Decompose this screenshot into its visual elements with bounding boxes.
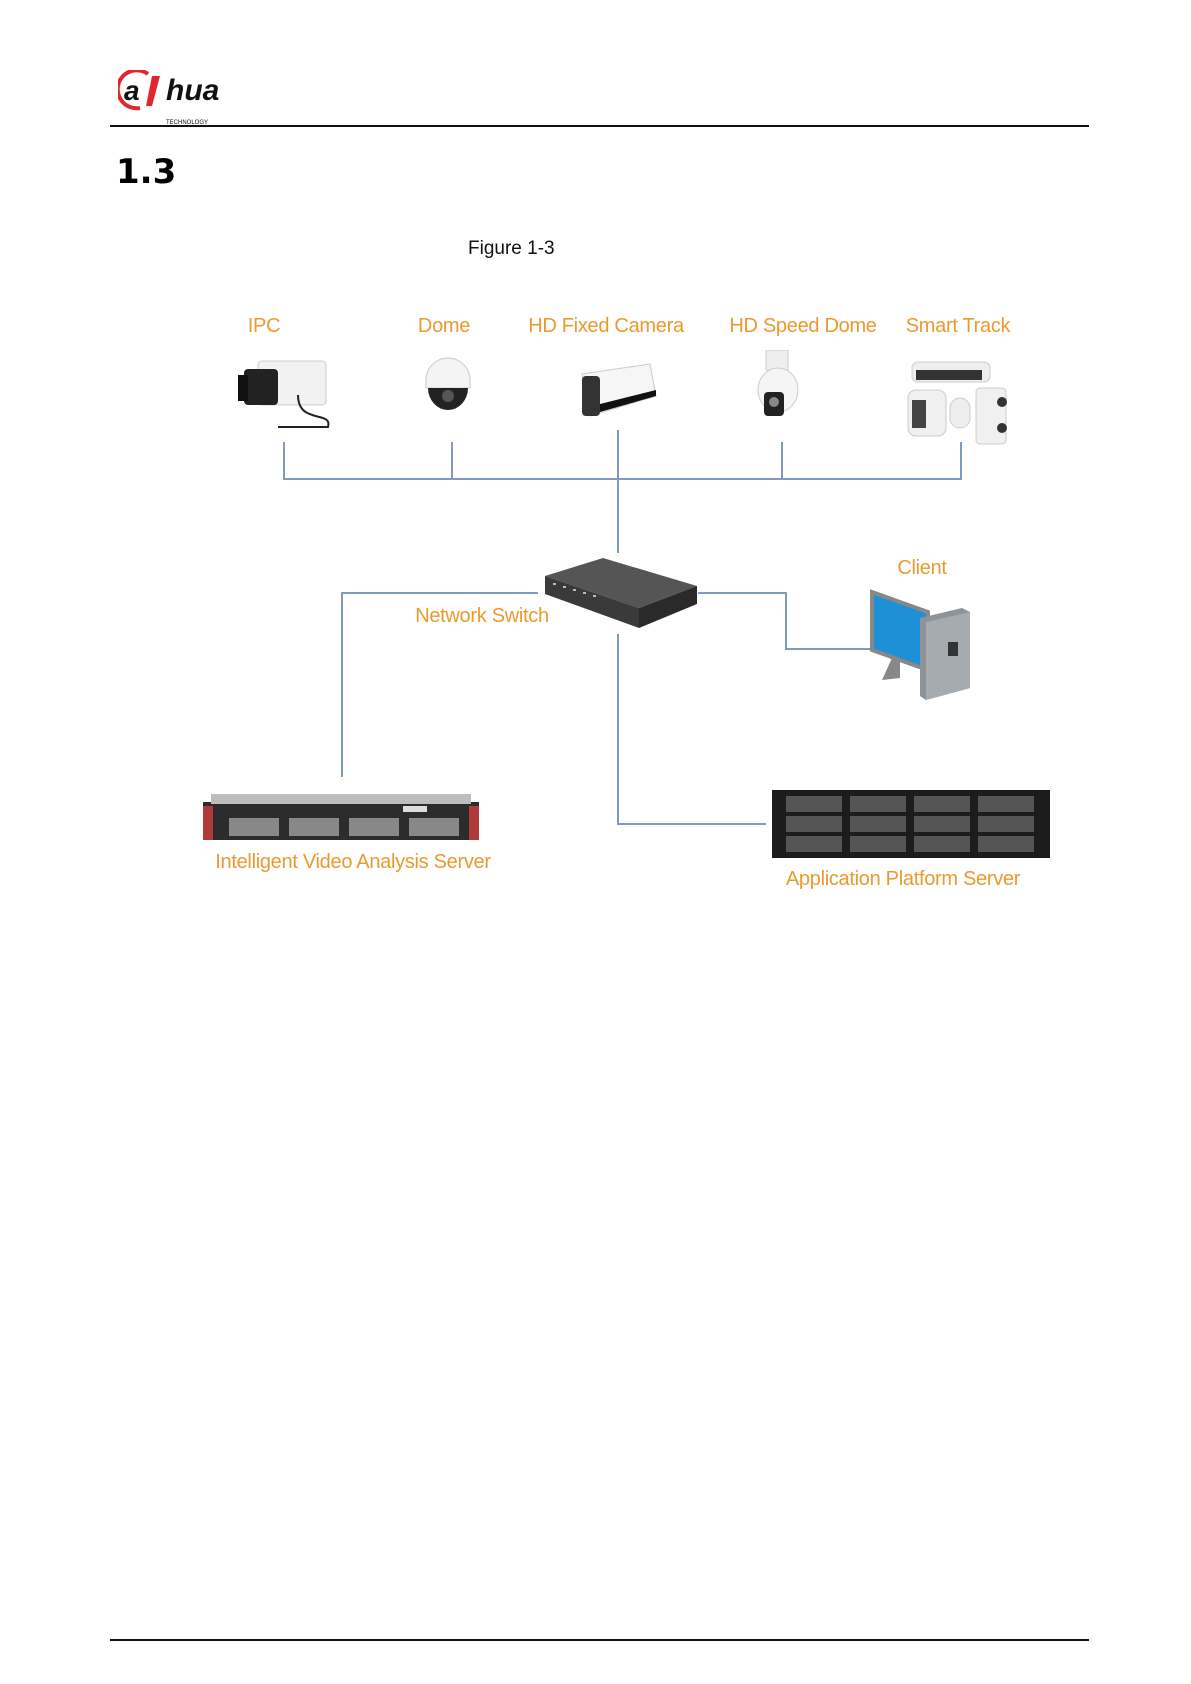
computer-icon (870, 588, 974, 709)
connector-line (283, 442, 285, 479)
smart-track-camera-icon (906, 358, 1016, 453)
connector-line (785, 592, 787, 648)
connector-line (617, 634, 619, 824)
connector-line (781, 442, 783, 479)
footer-divider (110, 1639, 1089, 1641)
network-switch-label: Network Switch (415, 605, 549, 628)
section-number: 1.3 (116, 152, 176, 192)
connector-line (617, 823, 766, 825)
iva-server-label: Intelligent Video Analysis Server (215, 851, 490, 874)
dahua-logo: a hua TECHNOLOGY (118, 70, 268, 126)
dome-camera-icon (420, 356, 476, 423)
connector-line (617, 430, 619, 553)
rack-server-icon (203, 794, 479, 847)
svg-text:a: a (124, 75, 140, 106)
box-camera-icon (238, 355, 334, 436)
header-divider (110, 125, 1089, 127)
device-label-smart-track: Smart Track (906, 315, 1011, 338)
connector-line (341, 592, 343, 777)
app-server-label: Application Platform Server (786, 868, 1020, 891)
device-label-hd-speed-dome: HD Speed Dome (729, 315, 876, 338)
device-label-hd-fixed-camera: HD Fixed Camera (528, 315, 684, 338)
network-switch-icon (543, 556, 699, 635)
connector-line (698, 592, 785, 594)
bullet-camera-icon (576, 360, 660, 435)
speed-dome-icon (756, 350, 808, 445)
figure-caption: Figure 1-3 (468, 238, 555, 260)
connector-line (785, 648, 872, 650)
connector-line (283, 478, 962, 480)
connector-line (451, 442, 453, 479)
device-label-dome: Dome (418, 315, 470, 338)
connector-line (341, 592, 538, 594)
device-label-ipc: IPC (248, 315, 280, 338)
svg-text:hua: hua (166, 74, 219, 107)
storage-server-icon (772, 790, 1050, 863)
client-label: Client (897, 557, 946, 580)
